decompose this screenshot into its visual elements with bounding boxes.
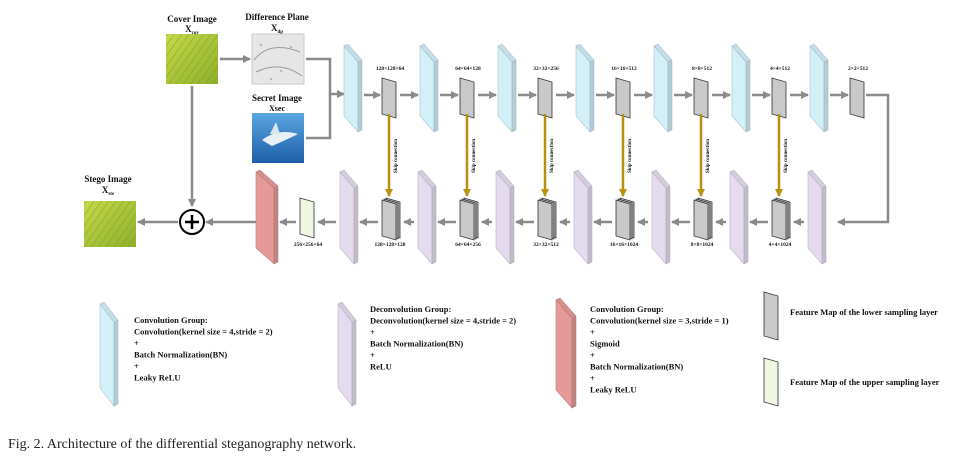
decoder-deconv-block	[339, 169, 359, 265]
decoder-deconv-block	[807, 169, 827, 265]
encoder-feature-map	[459, 77, 475, 119]
decoder-feature-map	[771, 197, 791, 241]
decoder-deconv-block	[573, 169, 593, 265]
skip-connection-label: Skip connection	[706, 139, 711, 173]
decoder-deconv-block	[495, 169, 515, 265]
decoder-size-label: 256×256×64	[294, 242, 323, 248]
decoder-feature-map	[381, 197, 401, 241]
legend-deconv-text: +	[370, 327, 375, 337]
legend-conv-text: Convolution Group:	[134, 315, 208, 325]
decoder-size-label: 16×16×1024	[610, 242, 639, 248]
legend-final-text: Sigmoid	[590, 339, 620, 349]
decoder-size-label: 128×128×128	[374, 242, 405, 248]
encoder-feature-map	[771, 77, 787, 119]
encoder-size-label: 32×32×256	[533, 66, 559, 72]
legend-deconv-swatch	[337, 301, 357, 407]
legend-conv-text: Convolution(kernel size = 4,stride = 2)	[134, 327, 273, 337]
decoder-feature-map	[615, 197, 635, 241]
legend-final-text: +	[590, 327, 595, 337]
legend-fm-lower-swatch	[763, 291, 779, 341]
encoder-size-label: 128×128×64	[376, 66, 405, 72]
stego-image-symbol: Xste	[102, 185, 115, 197]
figure-caption: Fig. 2. Architecture of the differential…	[8, 437, 356, 452]
decoder-deconv-block	[729, 169, 749, 265]
decoder-feature-map	[459, 197, 479, 241]
skip-connection-label: Skip connection	[784, 139, 789, 173]
legend-final-swatch	[555, 297, 577, 409]
legend-conv-text: +	[134, 361, 139, 371]
stego-image-title: Stego Image	[84, 174, 131, 184]
legend-final-text: +	[590, 373, 595, 383]
secret-image-title: Secret Image	[252, 93, 302, 103]
encoder-size-label: 8×8×512	[692, 66, 712, 72]
addition-operator	[179, 209, 205, 235]
encoder-size-label: 16×16×512	[611, 66, 637, 72]
encoder-feature-map	[537, 77, 553, 119]
difference-plane-title: Difference Plane	[245, 12, 309, 22]
legend-deconv-text: Deconvolution(kernel size = 4,stride = 2…	[370, 316, 516, 326]
encoder-feature-map	[615, 77, 631, 119]
legend-conv-text: Batch Normalization(BN)	[134, 350, 227, 360]
legend-deconv-text: Batch Normalization(BN)	[370, 339, 463, 349]
difference-plane-symbol: Xdp	[271, 23, 283, 35]
decoder-feature-map-upper	[299, 197, 315, 239]
stego-image	[84, 201, 136, 247]
decoder-size-label: 8×8×1024	[691, 242, 714, 248]
encoder-conv-block	[419, 43, 439, 133]
cover-image	[166, 34, 218, 84]
difference-plane-image	[251, 33, 305, 85]
decoder-deconv-block	[417, 169, 437, 265]
encoder-size-label: 64×64×128	[455, 66, 481, 72]
decoder-feature-map	[693, 197, 713, 241]
skip-connection-label: Skip connection	[628, 139, 633, 173]
cover-image-title: Cover Image	[167, 14, 217, 24]
decoder-deconv-block	[651, 169, 671, 265]
encoder-conv-block	[731, 43, 751, 133]
encoder-feature-map	[693, 77, 709, 119]
decoder-feature-map	[537, 197, 557, 241]
secret-image-symbol: Xsec	[269, 104, 285, 113]
final-conv-block	[255, 169, 279, 265]
encoder-conv-block	[809, 43, 829, 133]
legend-deconv-text: +	[370, 350, 375, 360]
decoder-size-label: 32×32×512	[533, 242, 559, 248]
legend-fm-upper-swatch	[763, 357, 779, 407]
encoder-conv-block	[343, 43, 363, 133]
skip-connection-label: Skip connection	[394, 139, 399, 173]
cover-image-symbol: Xcov	[185, 24, 199, 36]
legend-final-text: Leaky ReLU	[590, 385, 637, 395]
legend-conv-swatch	[99, 301, 119, 407]
legend-final-text: Batch Normalization(BN)	[590, 362, 683, 372]
skip-connection-label: Skip connection	[550, 139, 555, 173]
encoder-conv-block	[653, 43, 673, 133]
input-arrows	[137, 55, 890, 226]
legend-final-text: Convolution Group:	[590, 304, 664, 314]
decoder-size-label: 4×4×1024	[769, 242, 792, 248]
legend-conv-text: +	[134, 338, 139, 348]
encoder-size-label: 2×2×512	[848, 66, 868, 72]
skip-connection-label: Skip connection	[472, 139, 477, 173]
encoder-feature-map	[381, 77, 397, 119]
encoder-feature-map	[849, 77, 865, 119]
secret-image	[252, 113, 304, 163]
legend-conv-text: Leaky ReLU	[134, 373, 181, 383]
encoder-size-label: 4×4×512	[770, 66, 790, 72]
legend: Convolution Group: Convolution(kernel siz…	[99, 291, 940, 409]
legend-final-text: Convolution(kernel size = 3,stride = 1)	[590, 316, 729, 326]
legend-deconv-text: Deconvolution Group:	[370, 304, 451, 314]
legend-fm-lower-text: Feature Map of the lower sampling layer	[790, 307, 938, 317]
decoder-size-label: 64×64×256	[455, 242, 481, 248]
legend-fm-upper-text: Feature Map of the upper sampling layer	[790, 377, 940, 387]
legend-deconv-text: ReLU	[370, 362, 392, 372]
encoder-conv-block	[575, 43, 595, 133]
encoder-conv-block	[497, 43, 517, 133]
legend-final-text: +	[590, 350, 595, 360]
